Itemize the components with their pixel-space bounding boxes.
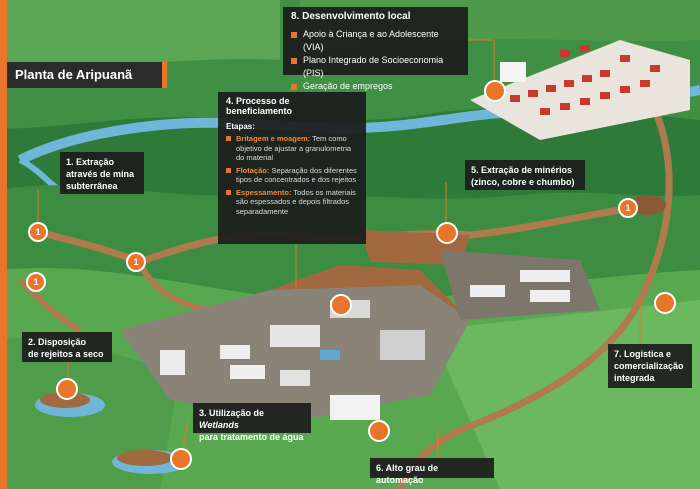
etapas-label: Etapas: (226, 122, 255, 131)
panel-heading: 4. Processo de beneficiamento (226, 96, 293, 116)
label-line: (zinco, cobre e chumbo) (471, 177, 575, 187)
location-dot (436, 222, 458, 244)
stage-desc: Todos os materiais são espessados e depo… (236, 187, 356, 216)
stage-desc: Separação dos diferentes tipos de concen… (236, 165, 357, 185)
mine-marker: 1 (126, 252, 146, 272)
location-dot (56, 378, 78, 400)
stage-desc: Tem como objetivo de ajustar a granulome… (236, 134, 352, 162)
left-accent-bar (0, 0, 7, 489)
label-line: 7. Logística e (614, 349, 672, 359)
stage-britagem: Britagem e moagem: Tem como objetivo de … (226, 134, 358, 163)
label-line: de rejeitos a seco (28, 349, 104, 359)
mine-marker: 1 (28, 222, 48, 242)
stage-flotacao: Flotação: Separação dos diferentes tipos… (226, 166, 358, 185)
label-line: comercialização (614, 361, 684, 371)
location-dot (654, 292, 676, 314)
mine-marker: 1 (26, 272, 46, 292)
label-line: 5. Extração de minérios (471, 165, 573, 175)
stage-espessamento: Espessamento: Todos os materiais são esp… (226, 188, 358, 217)
label-logistica: 7. Logística e comercialização integrada (608, 344, 692, 388)
label-line: 2. Disposição (28, 337, 87, 347)
label-line: através de mina (66, 169, 135, 179)
wetlands-prefix: 3. Utilização de (199, 408, 265, 418)
stage-name: Espessamento: (236, 187, 292, 197)
page-title: Planta de Aripuanã (7, 62, 167, 88)
dev-local-list: Apoio à Criança e ao Adolescente (VIA) P… (283, 26, 468, 99)
label-automacao: 6. Alto grau de automação (370, 458, 494, 485)
location-dot (484, 80, 506, 102)
stage-name: Flotação: (236, 165, 270, 175)
label-line: 1. Extração (66, 157, 115, 167)
location-dot (170, 448, 192, 470)
label-line: 6. Alto grau de automação (376, 463, 439, 485)
location-dot (368, 420, 390, 442)
label-line: integrada (614, 373, 655, 383)
label-disposicao-rejeitos: 2. Disposição de rejeitos a seco (22, 332, 112, 362)
label-line: para tratamento de água (199, 432, 304, 442)
label-wetlands: 3. Utilização de Wetlands para tratament… (193, 403, 311, 442)
list-item: Geração de empregos (291, 80, 460, 93)
label-line: subterrânea (66, 181, 118, 191)
label-line: 3. Utilização de Wetlands (199, 407, 305, 431)
list-item: Apoio à Criança e ao Adolescente (VIA) (291, 28, 460, 54)
list-item: Plano Integrado de Socioeconomia (PIS) (291, 54, 460, 80)
title-accent (162, 62, 167, 88)
panel-processo-beneficiamento: 4. Processo de beneficiamento Etapas: Br… (218, 92, 366, 244)
page-title-text: Planta de Aripuanã (15, 67, 133, 82)
label-extracao-mina: 1. Extração através de mina subterrânea (60, 152, 144, 194)
location-dot (330, 294, 352, 316)
stage-name: Britagem e moagem: (236, 134, 311, 143)
label-extracao-minerios: 5. Extração de minérios (zinco, cobre e … (465, 160, 585, 190)
panel-heading: 8. Desenvolvimento local (291, 11, 411, 22)
mine-marker: 1 (618, 198, 638, 218)
wetlands-italic: Wetlands (199, 420, 239, 430)
panel-desenvolvimento-local: 8. Desenvolvimento local Apoio à Criança… (283, 7, 468, 91)
